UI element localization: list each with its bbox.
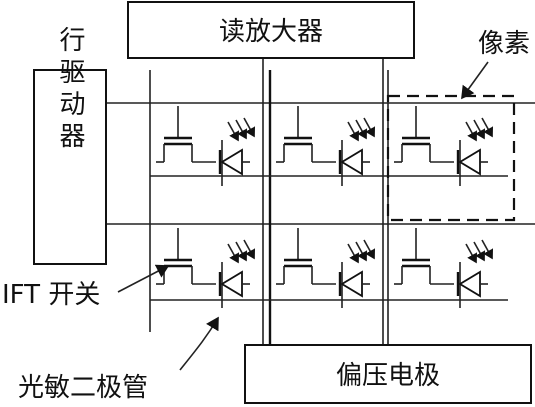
photodiode-label: 光敏二极管 — [18, 373, 148, 403]
bias-electrode-label: 偏压电极 — [336, 361, 440, 391]
readout-amplifier: 读放大器 — [127, 1, 415, 59]
bias-electrode: 偏压电极 — [244, 344, 532, 404]
pixel-cell-r1c1 — [156, 106, 254, 186]
pixel-cell-r2c1 — [156, 228, 254, 308]
pixel-array — [156, 106, 492, 308]
column-lines — [149, 58, 389, 345]
row-driver: 行驱动器 — [33, 26, 107, 265]
pixel-cell-r1c2 — [276, 106, 374, 186]
row-lines — [106, 102, 535, 225]
row-driver-label: 行驱动器 — [55, 26, 85, 154]
pixel-cell-r2c2 — [276, 228, 374, 308]
tft-switch-label: IFT 开关 — [2, 280, 100, 310]
pixel-cell-r1c3 — [394, 106, 492, 186]
pixel-label: 像素 — [478, 29, 530, 59]
bias-lines — [150, 175, 508, 301]
readout-amplifier-label: 读放大器 — [219, 17, 323, 47]
photodiode-callout: 光敏二极管 — [18, 316, 219, 403]
pixel-cell-r2c3 — [394, 228, 492, 308]
pixel-highlight: 像素 — [386, 29, 530, 222]
tft-switch-callout: IFT 开关 — [2, 264, 170, 310]
